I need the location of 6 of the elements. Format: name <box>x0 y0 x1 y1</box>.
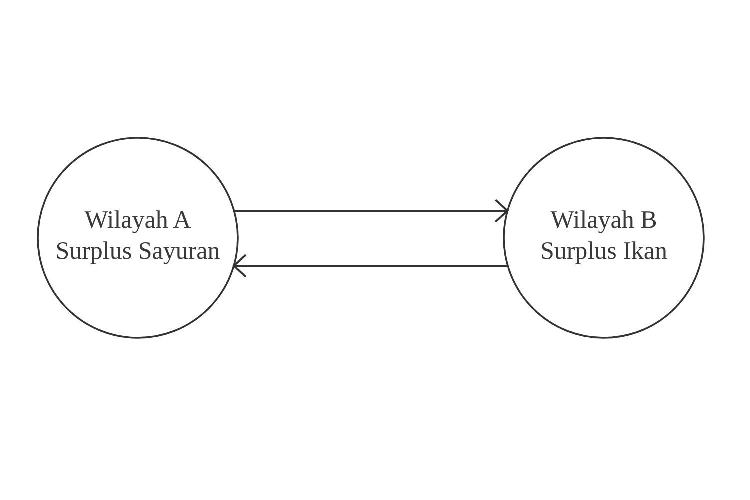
region-circle <box>37 137 239 339</box>
arrow <box>234 199 509 223</box>
region-circle <box>503 137 705 339</box>
region-label: Wilayah A Surplus Sayuran <box>54 206 222 266</box>
arrow <box>233 254 508 278</box>
region-label: Wilayah B Surplus Ikan <box>539 206 669 266</box>
